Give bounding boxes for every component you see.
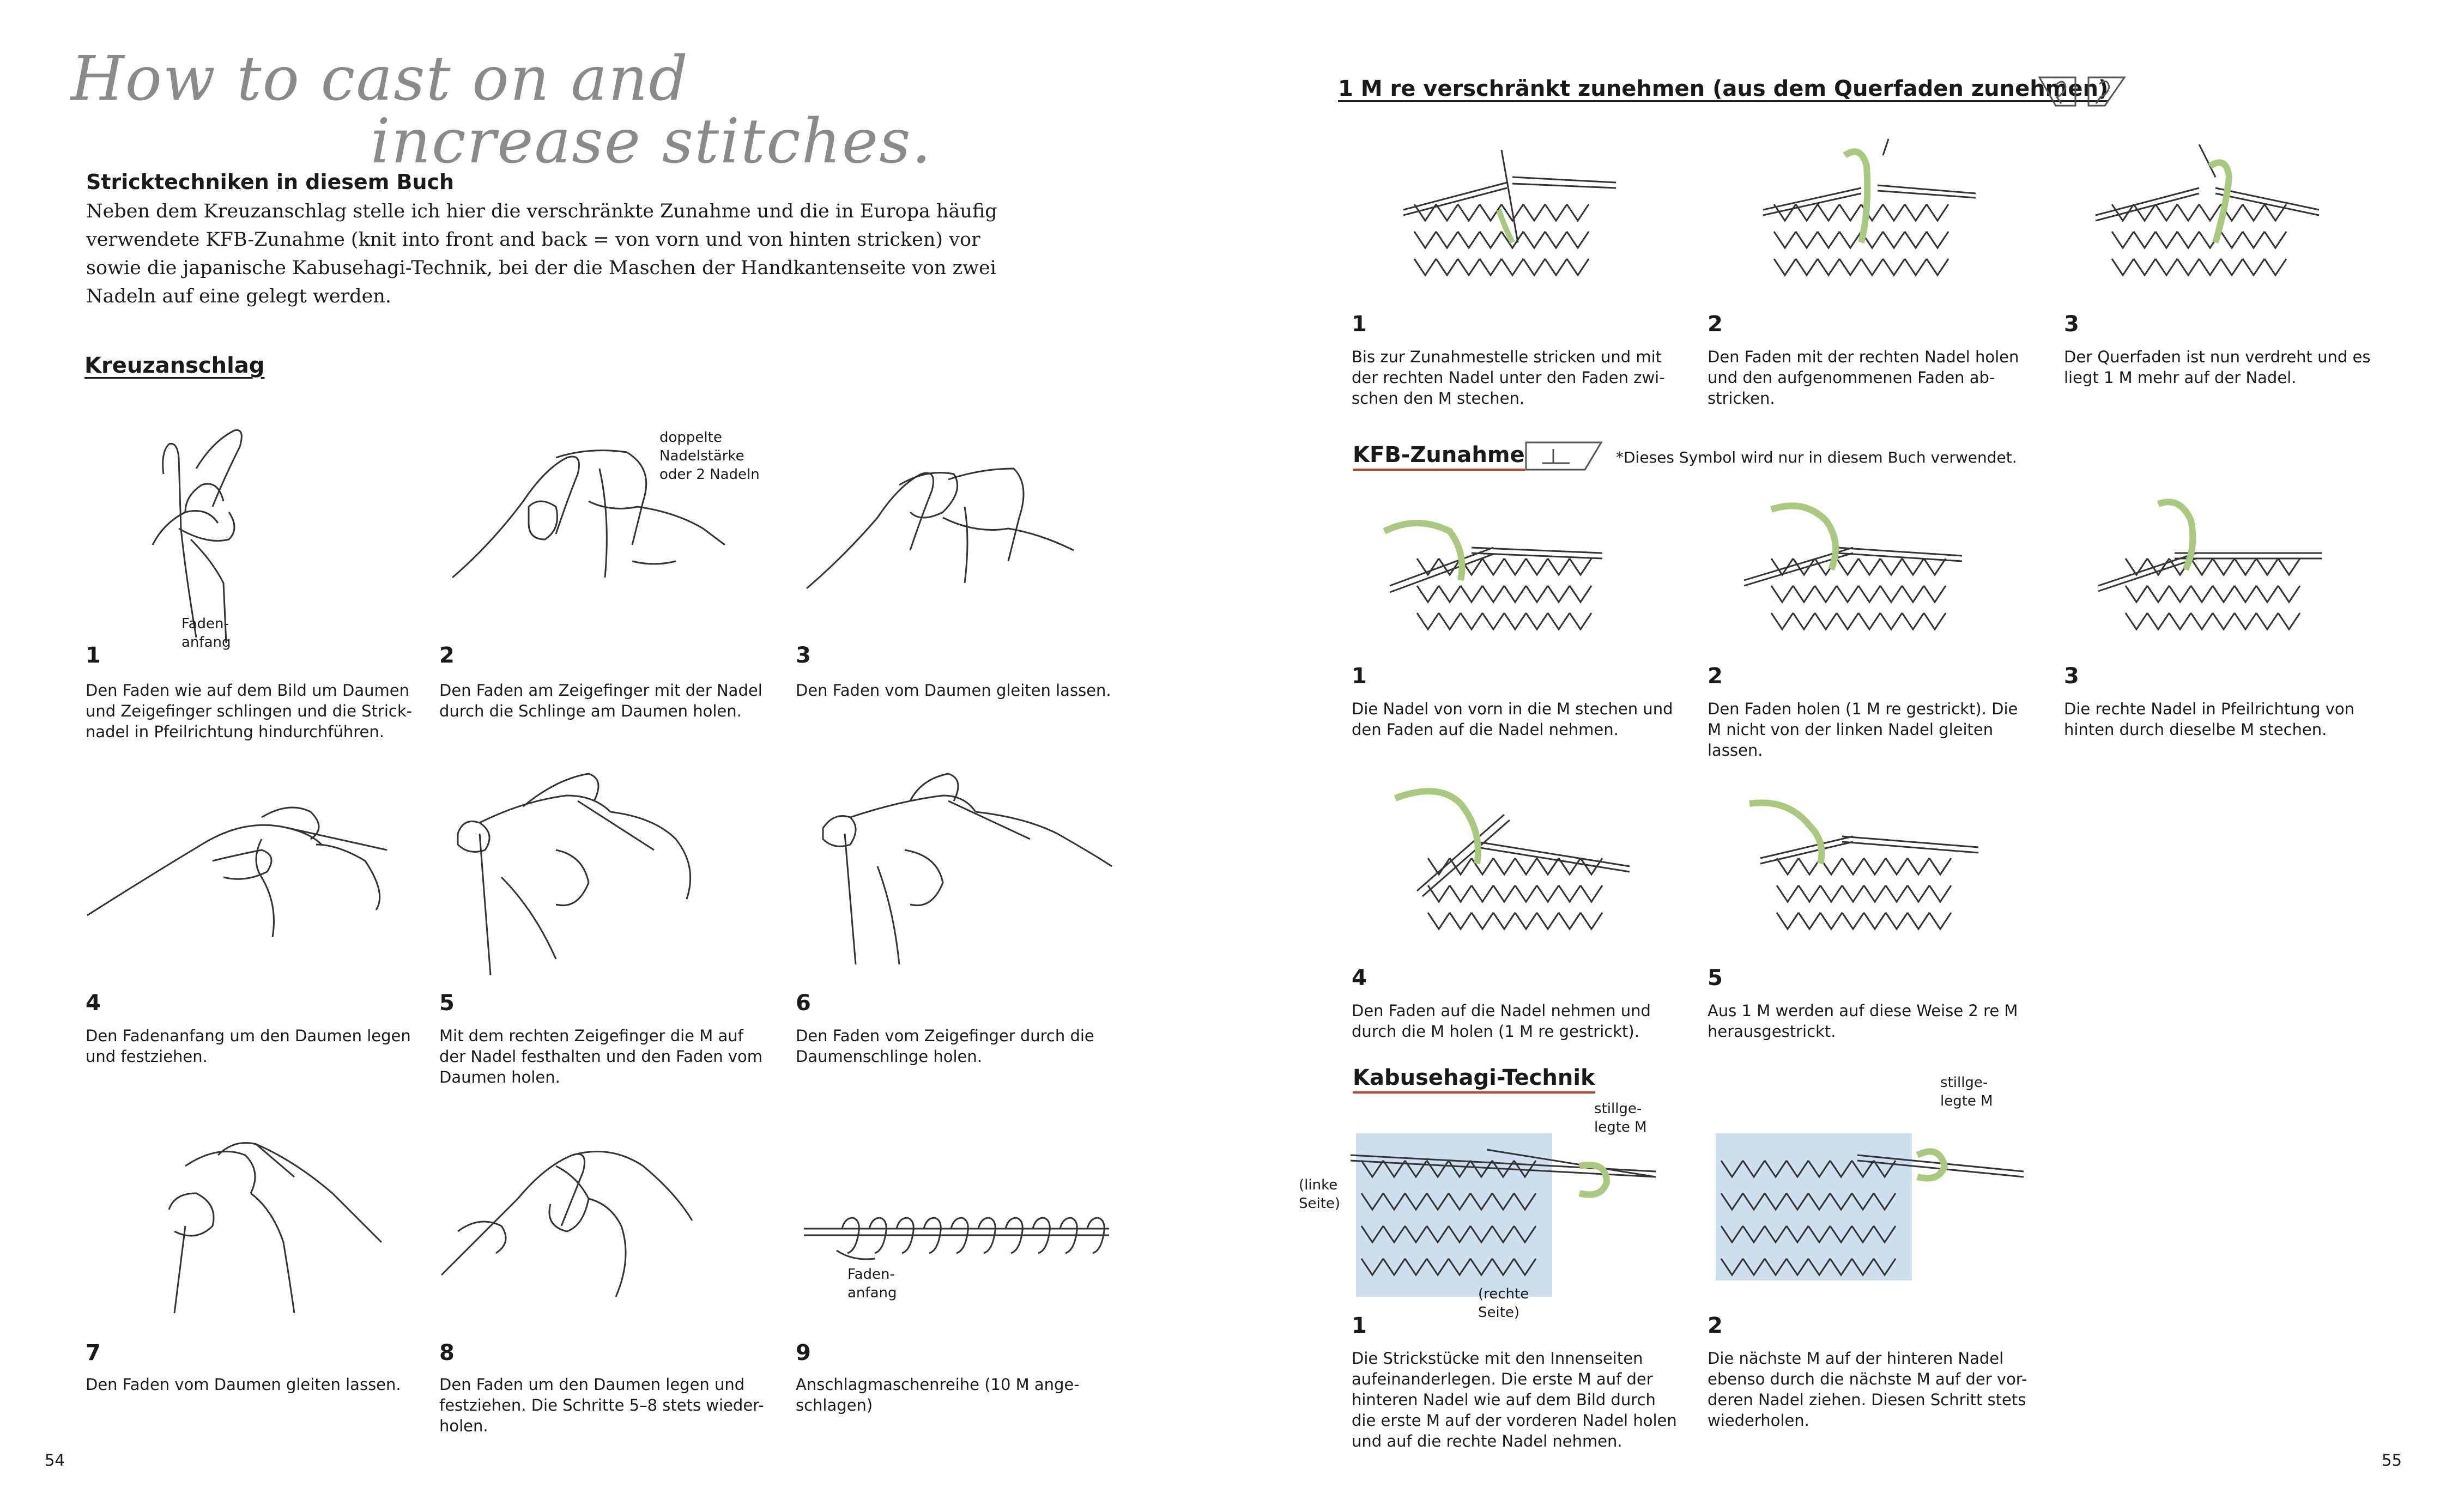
kreuzanschlag-step-7-number: 7 <box>86 1340 101 1365</box>
illustration-kreuzanschlag-step-7 <box>168 1142 383 1314</box>
page-number-right: 55 <box>2382 1451 2402 1470</box>
kreuzanschlag-step-7-text: Den Faden vom Daumen gleiten lassen. <box>86 1375 401 1394</box>
verschraenkt-step-3-text: Der Querfaden ist nun verdreht und es li… <box>2064 348 2371 387</box>
illustration-kreuzanschlag-step-9 <box>804 1217 1109 1260</box>
kreuzanschlag-step-4-number: 4 <box>86 991 101 1016</box>
section-title-kfb: KFB-Zunahme <box>1353 442 1525 471</box>
kfb-step-3-number: 3 <box>2064 664 2079 689</box>
illustration-kreuzanschlag-step-4 <box>87 806 388 938</box>
kreuzanschlag-step-1-text: Den Faden wie auf dem Bild um Daumen und… <box>86 681 413 741</box>
illustration-kreuzanschlag-step-6 <box>822 773 1112 965</box>
label-rechte-seite: (rechte Seite) <box>1478 1286 1529 1321</box>
kabusehagi-step-2-text: Die nächste M auf der hinteren Nadel ebe… <box>1708 1349 2027 1430</box>
kabusehagi-step-1-number: 1 <box>1352 1313 1367 1338</box>
label-stillgelegte-m-2: stillge- legte M <box>1940 1074 1993 1109</box>
illustration-kfb-step-2 <box>1743 502 1963 631</box>
label-linke-seite: (linke Seite) <box>1299 1177 1341 1212</box>
verschraenkt-step-3-number: 3 <box>2064 312 2079 337</box>
kfb-step-1-number: 1 <box>1352 664 1367 689</box>
handwritten-title-line1: How to cast on and <box>71 44 689 114</box>
label-stillgelegte-m-1: stillge- legte M <box>1594 1101 1647 1135</box>
kfb-step-4-text: Den Faden auf die Nadel nehmen und durch… <box>1352 1001 1651 1041</box>
illustration-verschraenkt-step-2 <box>1763 138 1976 277</box>
kreuzanschlag-step-3-number: 3 <box>796 643 811 668</box>
intro-heading: Stricktechniken in diesem Buch <box>86 170 455 194</box>
illustration-kreuzanschlag-step-8 <box>440 1150 693 1297</box>
kfb-step-5-number: 5 <box>1708 966 1723 991</box>
kabusehagi-step-1-text: Die Strickstücke mit den Innenseiten auf… <box>1352 1349 1677 1450</box>
illustration-kfb-step-1 <box>1383 520 1603 631</box>
illustration-verschraenkt-step-1 <box>1403 149 1616 277</box>
illustration-kreuzanschlag-step-5 <box>457 773 692 976</box>
section-title-kabusehagi: Kabusehagi-Technik <box>1353 1065 1595 1094</box>
illustration-kreuzanschlag-step-3 <box>806 467 1074 590</box>
illustration-kreuzanschlag-step-2 <box>452 450 725 579</box>
label-fadenanfang-step9: Faden- anfang <box>847 1266 897 1301</box>
section-title-verschraenkt: 1 M re verschränkt zunehmen (aus dem Que… <box>1338 76 2109 101</box>
handwritten-title-line2: increase stitches. <box>371 106 933 177</box>
illustration-kabusehagi-step-1 <box>1350 1133 1656 1297</box>
kfb-symbol-note: *Dieses Symbol wird nur in diesem Buch v… <box>1616 448 2017 466</box>
intro-text: Neben dem Kreuzanschlag stelle ich hier … <box>86 201 997 307</box>
section-title-kreuzanschlag: Kreuzanschlag <box>84 353 265 378</box>
label-doppelte-nadelstaerke: doppelte Nadelstärke oder 2 Nadeln <box>659 429 760 483</box>
illustration-kreuzanschlag-step-1 <box>152 429 243 643</box>
kreuzanschlag-step-2-text: Den Faden am Zeigefinger mit der Nadel d… <box>439 681 762 720</box>
kreuzanschlag-step-9-number: 9 <box>796 1340 811 1365</box>
kfb-step-5-text: Aus 1 M werden auf diese Weise 2 re M he… <box>1708 1001 2018 1041</box>
illustration-verschraenkt-step-3 <box>2095 144 2320 277</box>
label-fadenanfang-step1: Faden- anfang <box>181 616 231 651</box>
verschraenkt-step-1-text: Bis zur Zunahmestelle stricken und mit d… <box>1352 348 1665 408</box>
illustration-kfb-step-3 <box>2098 499 2322 631</box>
illustration-kfb-step-5 <box>1749 799 1979 931</box>
kfb-step-2-text: Den Faden holen (1 M re gestrickt). Die … <box>1708 700 2018 760</box>
kreuzanschlag-step-4-text: Den Fadenanfang um den Daumen legen und … <box>86 1027 411 1066</box>
verschraenkt-step-2-number: 2 <box>1708 312 1723 337</box>
kfb-step-3-text: Die rechte Nadel in Pfeilrichtung von hi… <box>2064 700 2354 739</box>
kreuzanschlag-step-6-number: 6 <box>796 991 811 1016</box>
verschraenkt-step-1-number: 1 <box>1352 312 1367 337</box>
kreuzanschlag-step-5-text: Mit dem rechten Zeigefinger die M auf de… <box>439 1027 762 1086</box>
kreuzanschlag-step-9-text: Anschlagmaschenreihe (10 M ange- schlage… <box>796 1375 1080 1414</box>
kfb-step-1-text: Die Nadel von vorn in die M stechen und … <box>1352 700 1673 739</box>
verschraenkt-step-2-text: Den Faden mit der rechten Nadel holen un… <box>1708 348 2019 408</box>
kfb-step-2-number: 2 <box>1708 664 1723 689</box>
kreuzanschlag-step-8-number: 8 <box>439 1340 455 1365</box>
kfb-step-4-number: 4 <box>1352 966 1367 991</box>
kreuzanschlag-step-5-number: 5 <box>439 991 455 1016</box>
kreuzanschlag-step-3-text: Den Faden vom Daumen gleiten lassen. <box>796 681 1111 700</box>
kabusehagi-step-2-number: 2 <box>1708 1313 1723 1338</box>
kreuzanschlag-step-8-text: Den Faden um den Daumen legen und festzi… <box>439 1375 764 1435</box>
illustration-kabusehagi-step-2 <box>1716 1133 2024 1280</box>
verschraenkt-symbol-icon <box>2038 76 2126 107</box>
illustration-kfb-step-4 <box>1394 788 1630 931</box>
kfb-symbol-icon <box>1525 441 1603 471</box>
page-number-left: 54 <box>45 1451 65 1470</box>
kreuzanschlag-step-2-number: 2 <box>439 643 455 668</box>
kreuzanschlag-step-1-number: 1 <box>86 643 101 668</box>
kreuzanschlag-step-6-text: Den Faden vom Zeigefinger durch die Daum… <box>796 1027 1094 1066</box>
